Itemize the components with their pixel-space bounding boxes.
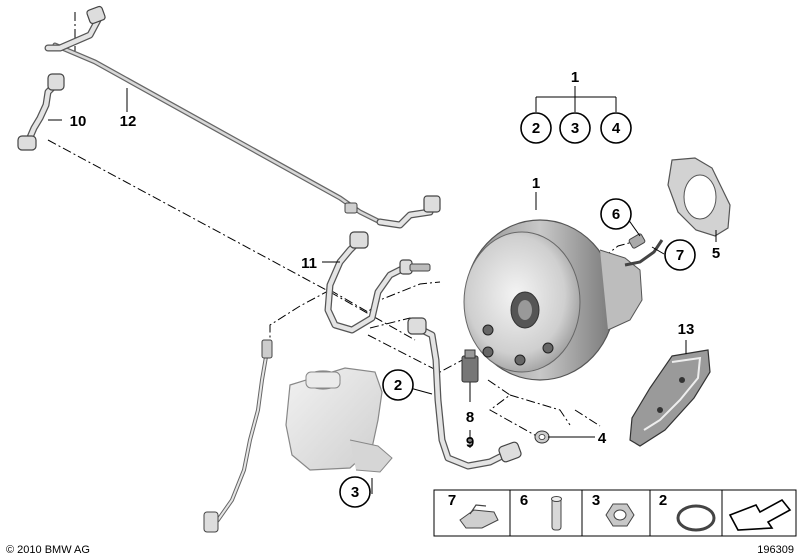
strip-label-3: 3 <box>592 492 600 509</box>
o-ring-icon <box>676 504 716 532</box>
pressure-sensor-8 <box>461 349 479 383</box>
callout-circle-7 <box>664 239 696 271</box>
callout-6: 6 <box>612 206 620 223</box>
hose-10 <box>17 73 65 151</box>
sensor-cable <box>203 339 273 533</box>
strip-label-7: 7 <box>448 492 456 509</box>
callout-circle-tree-4 <box>600 112 632 144</box>
component-tree <box>535 86 617 112</box>
hose-9 <box>407 317 522 470</box>
bracket-13 <box>629 349 711 447</box>
callout-tree-3: 3 <box>571 120 579 137</box>
clip-icon <box>459 504 499 529</box>
callout-plate-5: 5 <box>712 245 720 262</box>
copyright-text: © 2010 BMW AG <box>6 544 90 556</box>
callout-circle-tree-3 <box>559 112 591 144</box>
callout-tree-2: 2 <box>532 120 540 137</box>
callout-line-12: 12 <box>120 113 137 130</box>
callout-circle-6 <box>600 198 632 230</box>
strip-label-2: 2 <box>659 492 667 509</box>
pin-icon <box>551 496 562 531</box>
callout-hose-10: 10 <box>70 113 87 130</box>
callout-bracket-13: 13 <box>678 321 695 338</box>
leader-lines <box>48 88 717 494</box>
callout-nut-3: 3 <box>351 484 359 501</box>
callout-tree-4: 4 <box>612 120 621 137</box>
callout-ring-2: 2 <box>394 377 402 394</box>
gasket-plate-5 <box>667 157 731 237</box>
callout-circle-3 <box>339 476 371 508</box>
callout-7: 7 <box>676 247 684 264</box>
hex-nut-icon <box>605 503 635 527</box>
brake-fluid-reservoir <box>285 367 393 473</box>
arrow-symbol-icon <box>728 498 792 531</box>
parts-strip: 7 6 3 2 <box>433 489 797 537</box>
brake-booster <box>463 219 664 381</box>
hose-11 <box>324 231 431 334</box>
strip-label-6: 6 <box>520 492 528 509</box>
callout-nut-4: 4 <box>598 430 607 447</box>
callout-circle-2 <box>382 369 414 401</box>
callout-hose-9: 9 <box>466 434 474 451</box>
callout-sensor-8: 8 <box>466 409 474 426</box>
diagram-id: 196309 <box>757 544 794 556</box>
callout-booster-1: 1 <box>532 175 540 192</box>
callout-circle-tree-2 <box>520 112 552 144</box>
callout-hose-11: 11 <box>301 255 317 272</box>
vacuum-line-12 <box>44 5 441 229</box>
callout-tree-1: 1 <box>571 69 579 86</box>
